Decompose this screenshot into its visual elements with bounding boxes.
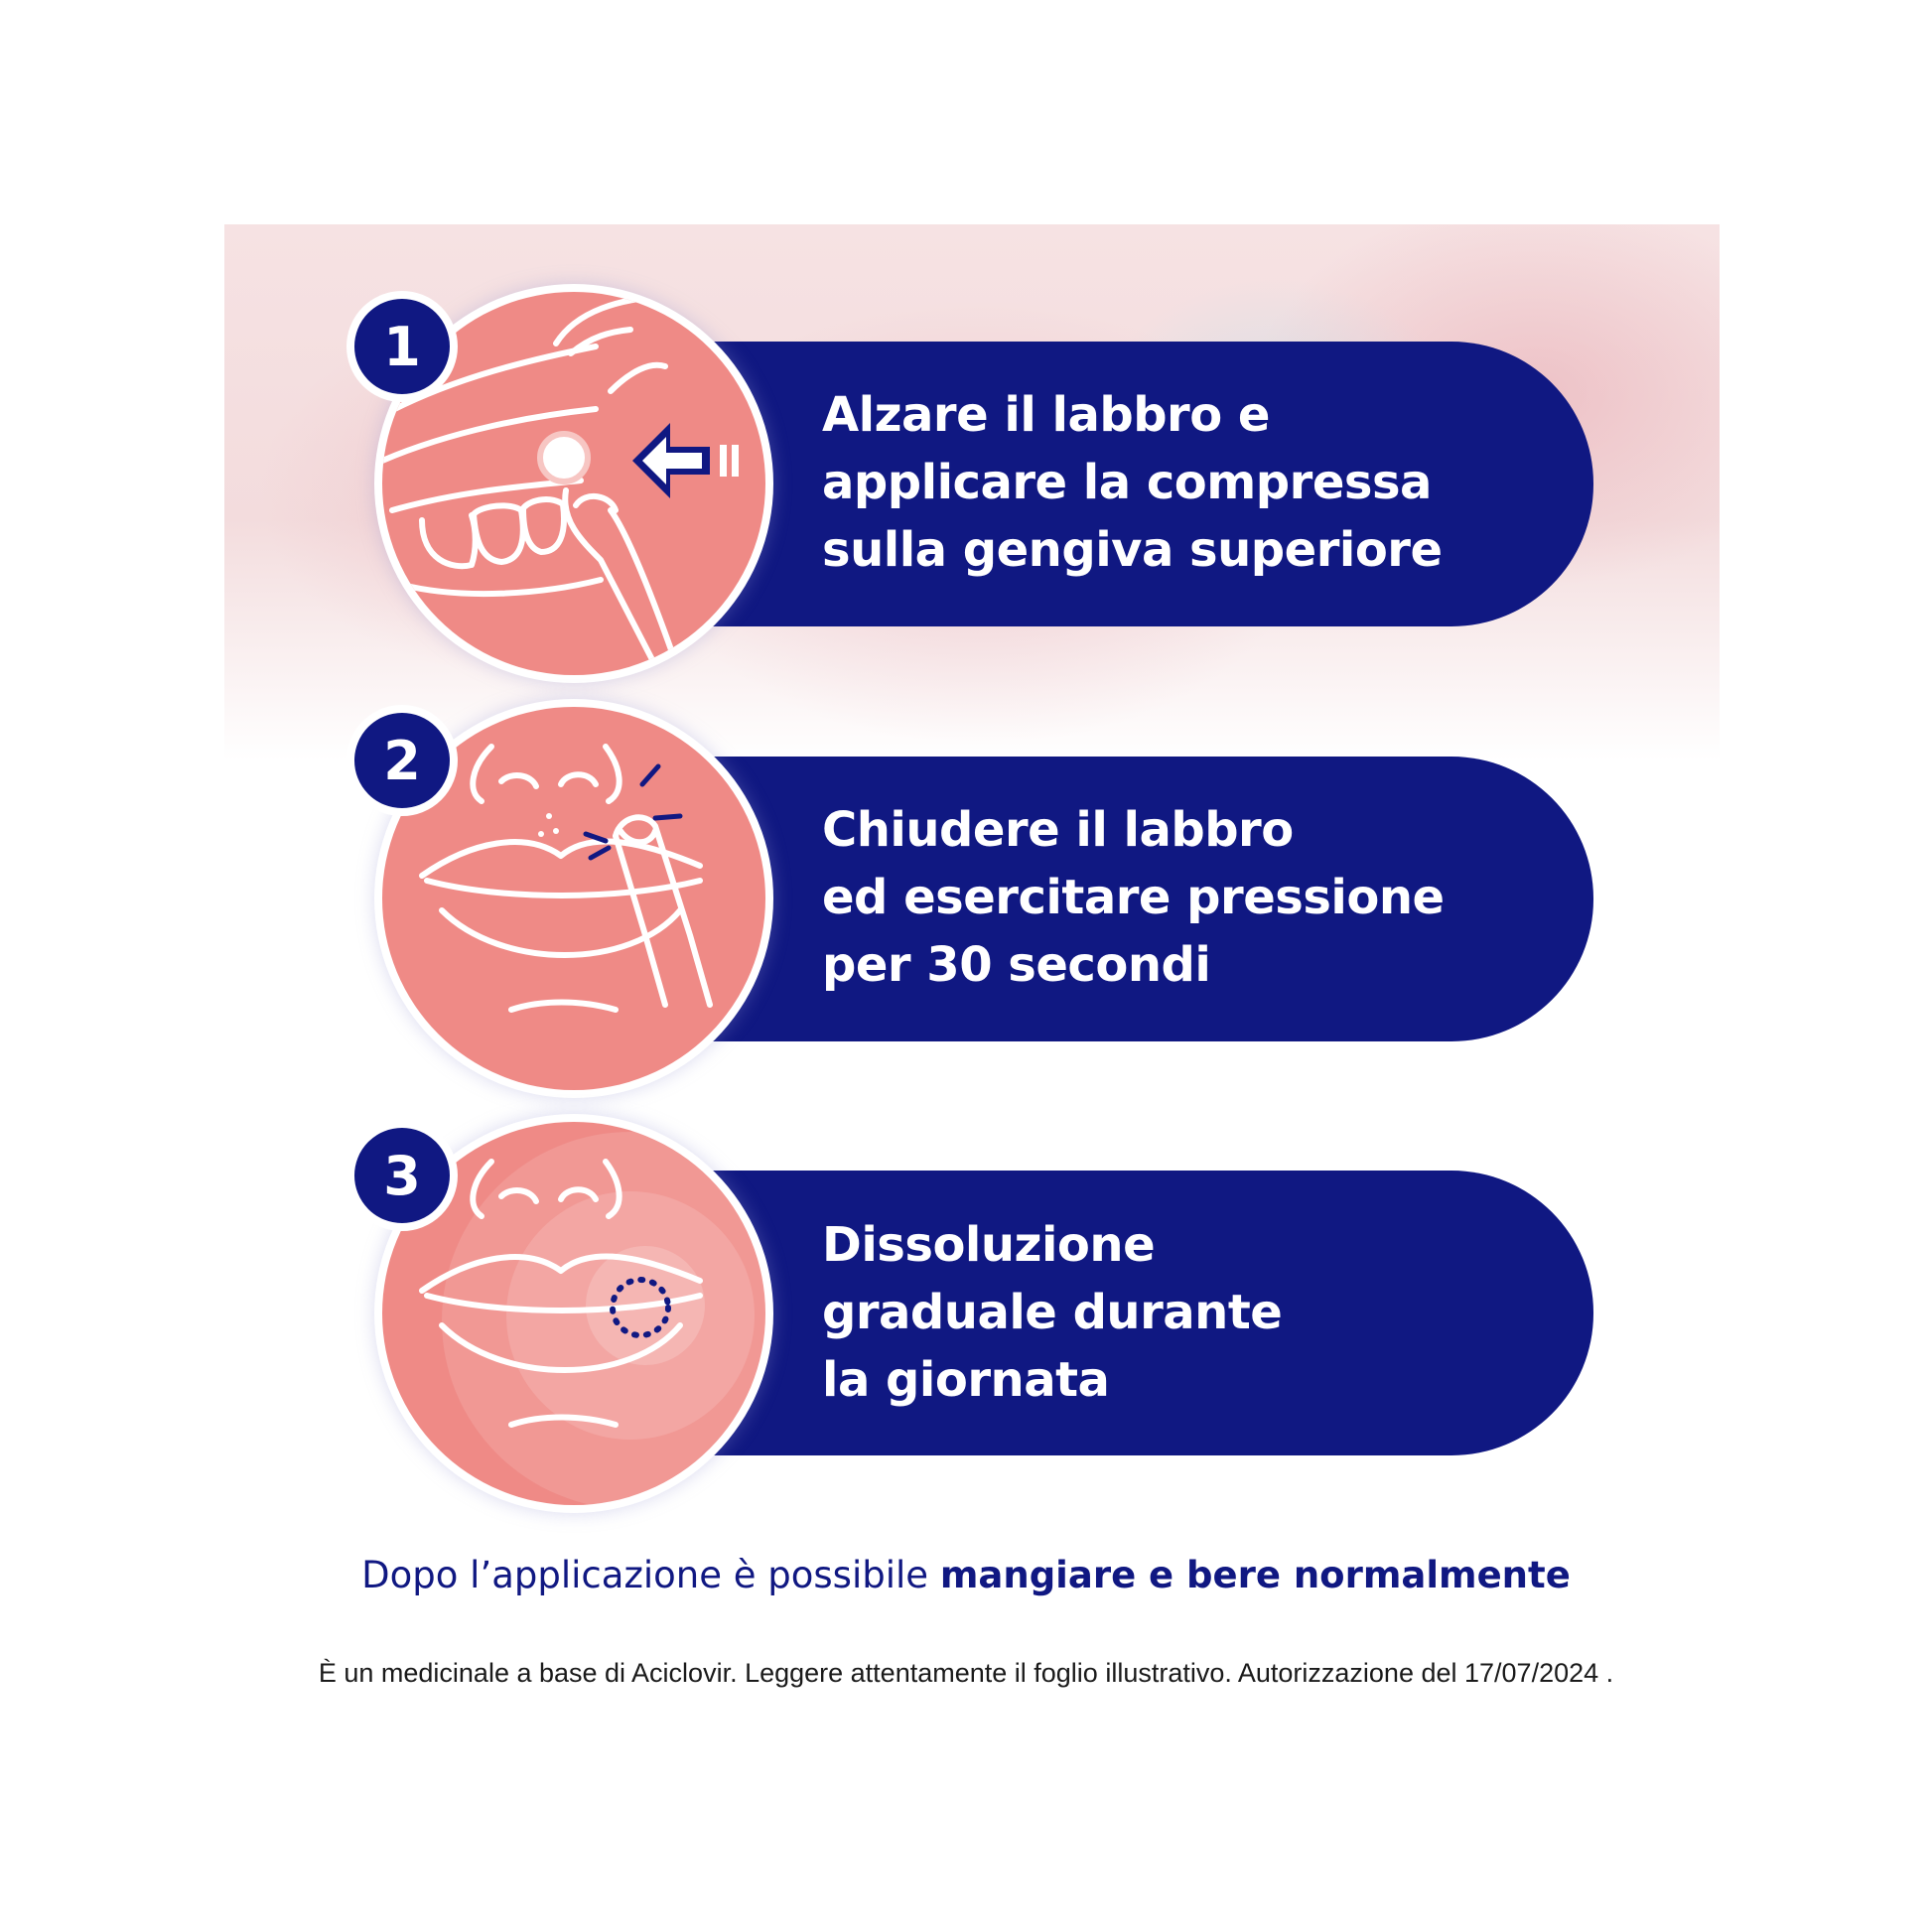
step-3-line-3: la giornata [822,1352,1110,1408]
step-2-line-1: Chiudere il labbro [822,802,1294,858]
step-3-badge: 3 [346,1120,458,1231]
press-lip-icon [382,707,765,1090]
dissolve-icon [382,1122,765,1505]
footer-note-prefix: Dopo l’applicazione è possibile [361,1554,940,1596]
step-1-text: Alzare il labbro e applicare la compress… [822,381,1577,584]
footer-note-bold: mangiare e bere normalmente [939,1554,1571,1596]
lip-lift-tooth-icon [382,292,765,675]
legal-disclaimer: È un medicinale a base di Aciclovir. Leg… [318,1658,1614,1688]
step-2-text: Chiudere il labbro ed esercitare pressio… [822,796,1577,999]
step-3-line-1: Dissoluzione [822,1217,1156,1273]
step-3-text: Dissoluzione graduale durante la giornat… [822,1211,1577,1414]
step-2-badge: 2 [346,705,458,816]
step-1-line-2: applicare la compressa [822,455,1432,510]
step-1-band [685,342,1593,626]
step-2-line-3: per 30 secondi [822,937,1211,993]
step-3-line-2: graduale durante [822,1285,1283,1340]
footer-note: Dopo l’applicazione è possibile mangiare… [0,1554,1932,1596]
step-3-band [685,1171,1593,1455]
step-2-line-2: ed esercitare pressione [822,870,1445,925]
step-1-line-1: Alzare il labbro e [822,387,1270,443]
step-1-line-3: sulla gengiva superiore [822,522,1443,578]
step-1-badge: 1 [346,291,458,402]
step-2-band [685,757,1593,1041]
